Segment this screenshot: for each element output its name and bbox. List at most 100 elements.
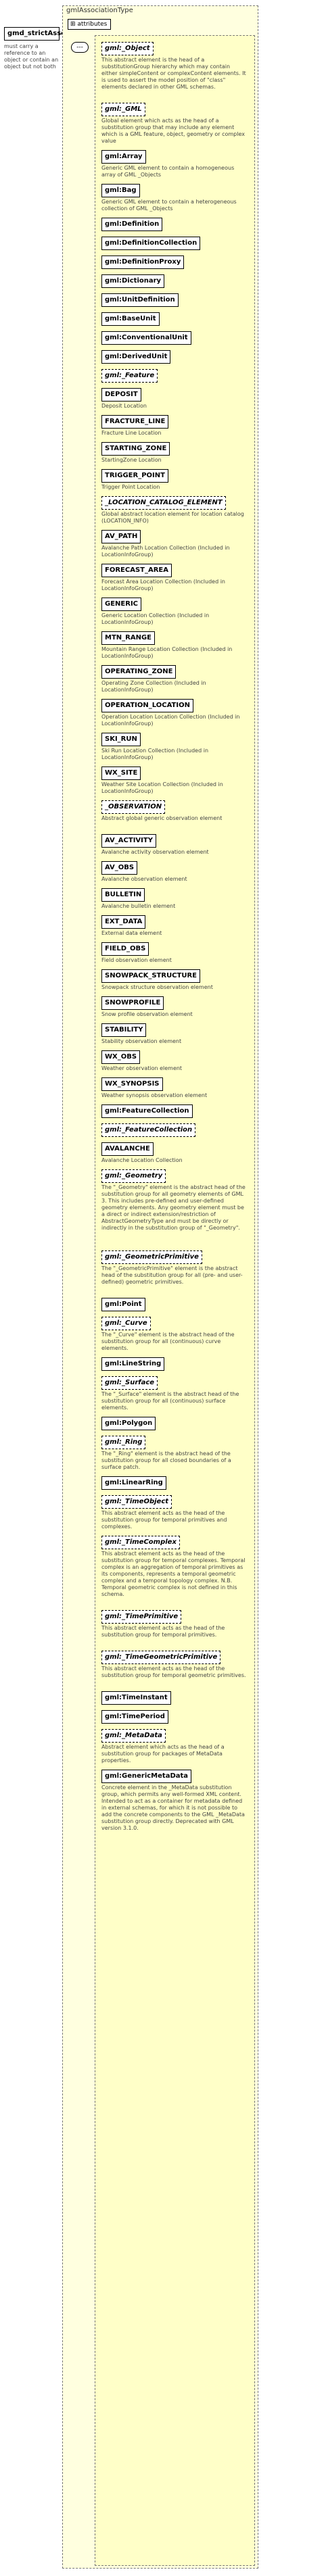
element-documentation: Snowpack structure observation element xyxy=(101,984,213,990)
element-name: gml:_MetaData xyxy=(105,1732,162,1739)
element-box[interactable]: gml:FeatureCollection xyxy=(101,1104,193,1118)
element-documentation: Avalanche activity observation element xyxy=(101,849,209,855)
element-box[interactable]: gml:_TimeGeometricPrimitive xyxy=(101,1651,221,1664)
attributes-box[interactable]: ⊞ attributes xyxy=(68,19,111,30)
element-box[interactable]: gml:DerivedUnit xyxy=(101,350,171,364)
element-name: EXT_DATA xyxy=(105,918,143,925)
element-box[interactable]: gml:Bag xyxy=(101,184,140,197)
element-documentation: Global element which acts as the head of… xyxy=(101,118,245,144)
element-documentation: Weather Site Location Collection (Includ… xyxy=(101,781,223,794)
element-box[interactable]: gml:Point xyxy=(101,1298,145,1311)
element-documentation: Global abstract location element for loc… xyxy=(101,511,244,524)
element-box[interactable]: AV_PATH xyxy=(101,530,141,543)
element-name: AV_ACTIVITY xyxy=(105,837,153,844)
element-documentation: Forecast Area Location Collection (Inclu… xyxy=(101,579,225,591)
root-element-box[interactable]: gmd_strictAssociation xyxy=(4,27,91,41)
element-documentation: The "_Curve" element is the abstract hea… xyxy=(101,1332,235,1351)
element-name: WX_SYNOPSIS xyxy=(105,1080,160,1088)
element-box[interactable]: OPERATING_ZONE xyxy=(101,665,177,679)
element-name: gml:_TimeComplex xyxy=(105,1538,177,1546)
element-box[interactable]: gml:BaseUnit xyxy=(101,312,160,326)
element-box[interactable]: FRACTURE_LINE xyxy=(101,415,169,429)
element-box[interactable]: AV_OBS xyxy=(101,861,138,875)
element-documentation: The "_Ring" element is the abstract head… xyxy=(101,1451,231,1470)
element-name: gml:UnitDefinition xyxy=(105,296,175,303)
element-box[interactable]: SNOWPACK_STRUCTURE xyxy=(101,969,200,983)
element-documentation: Mountain Range Location Collection (Incl… xyxy=(101,646,233,659)
element-box[interactable]: gml:_Curve xyxy=(101,1317,151,1330)
element-box[interactable]: gml:Polygon xyxy=(101,1417,156,1430)
element-name: gml:Polygon xyxy=(105,1419,153,1427)
element-box[interactable]: gml:_GeometricPrimitive xyxy=(101,1250,202,1264)
element-box[interactable]: EXT_DATA xyxy=(101,915,146,929)
element-box[interactable]: STARTING_ZONE xyxy=(101,442,170,456)
element-box[interactable]: gml:_GML xyxy=(101,103,145,116)
element-name: SKI_RUN xyxy=(105,735,137,743)
element-box[interactable]: gml:TimeInstant xyxy=(101,1691,171,1705)
element-name: _OBSERVATION xyxy=(105,803,162,810)
element-name: MTN_RANGE xyxy=(105,634,152,641)
element-box[interactable]: BULLETIN xyxy=(101,888,145,902)
element-box[interactable]: gml:_FeatureCollection xyxy=(101,1123,196,1137)
element-documentation: External data element xyxy=(101,930,162,936)
element-box[interactable]: gml:LineString xyxy=(101,1357,165,1371)
element-name: WX_SITE xyxy=(105,769,138,777)
complex-type-title: gmlAssociationType xyxy=(66,7,133,14)
element-documentation: Field observation element xyxy=(101,957,172,963)
element-documentation: Deposit Location xyxy=(101,403,147,409)
element-box[interactable]: gml:_Surface xyxy=(101,1376,158,1390)
element-box[interactable]: AV_ACTIVITY xyxy=(101,834,156,848)
element-box[interactable]: WX_SITE xyxy=(101,767,141,780)
element-box[interactable]: MTN_RANGE xyxy=(101,631,155,645)
element-box[interactable]: gml:DefinitionProxy xyxy=(101,256,185,269)
element-box[interactable]: gml:LinearRing xyxy=(101,1476,166,1490)
element-box[interactable]: gml:_Feature xyxy=(101,369,158,383)
element-box[interactable]: TRIGGER_POINT xyxy=(101,469,168,483)
element-box[interactable]: gml:_TimeComplex xyxy=(101,1536,180,1549)
element-box[interactable]: WX_SYNOPSIS xyxy=(101,1077,163,1091)
sequence-compositor: --- xyxy=(71,42,89,53)
element-box[interactable]: gml:UnitDefinition xyxy=(101,293,179,307)
element-name: AVALANCHE xyxy=(105,1145,150,1152)
element-box[interactable]: SNOWPROFILE xyxy=(101,996,164,1010)
element-box[interactable]: gml:_TimePrimitive xyxy=(101,1610,182,1624)
attributes-toggle-icon: ⊞ xyxy=(70,21,78,28)
element-box[interactable]: gml:_Ring xyxy=(101,1436,146,1449)
element-name: AV_OBS xyxy=(105,864,135,871)
element-box[interactable]: gml:Array xyxy=(101,150,146,164)
element-documentation: Weather synopsis observation element xyxy=(101,1092,208,1098)
element-box[interactable]: _LOCATION_CATALOG_ELEMENT xyxy=(101,496,226,510)
element-box[interactable]: gml:_MetaData xyxy=(101,1729,166,1743)
element-box[interactable]: AVALANCHE xyxy=(101,1142,154,1156)
element-box[interactable]: gml:DefinitionCollection xyxy=(101,237,201,250)
root-element-name: gmd_strictAssociation xyxy=(7,30,92,37)
element-box[interactable]: gml:_Object xyxy=(101,42,154,55)
element-box[interactable]: STABILITY xyxy=(101,1023,147,1037)
element-box[interactable]: gml:Definition xyxy=(101,218,163,231)
element-name: FORECAST_AREA xyxy=(105,566,168,574)
element-box[interactable]: FORECAST_AREA xyxy=(101,564,172,577)
element-name: gml:DefinitionCollection xyxy=(105,239,197,247)
element-box[interactable]: SKI_RUN xyxy=(101,733,141,746)
element-box[interactable]: gml:Dictionary xyxy=(101,274,165,288)
element-box[interactable]: WX_OBS xyxy=(101,1050,141,1064)
element-box[interactable]: gml:GenericMetaData xyxy=(101,1770,192,1783)
element-name: gml:DerivedUnit xyxy=(105,353,168,360)
element-box[interactable]: gml:_TimeObject xyxy=(101,1495,172,1509)
element-box[interactable]: gml:TimePeriod xyxy=(101,1710,168,1724)
element-box[interactable]: gml:ConventionalUnit xyxy=(101,331,191,345)
element-name: GENERIC xyxy=(105,600,138,608)
element-documentation: Concrete element in the _MetaData substi… xyxy=(101,1784,245,1831)
element-documentation: Avalanche Path Location Collection (Incl… xyxy=(101,545,230,558)
element-documentation: Fracture Line Location xyxy=(101,430,162,436)
element-box[interactable]: gml:_Geometry xyxy=(101,1169,166,1183)
element-box[interactable]: _OBSERVATION xyxy=(101,800,166,814)
element-box[interactable]: OPERATION_LOCATION xyxy=(101,699,193,712)
element-name: gml:Dictionary xyxy=(105,277,162,285)
element-box[interactable]: DEPOSIT xyxy=(101,388,141,402)
element-name: gml:_GML xyxy=(105,105,142,113)
element-box[interactable]: FIELD_OBS xyxy=(101,942,149,956)
element-documentation: Generic GML element to contain a homogen… xyxy=(101,165,235,178)
element-box[interactable]: GENERIC xyxy=(101,598,141,611)
element-name: gml:Point xyxy=(105,1301,142,1308)
